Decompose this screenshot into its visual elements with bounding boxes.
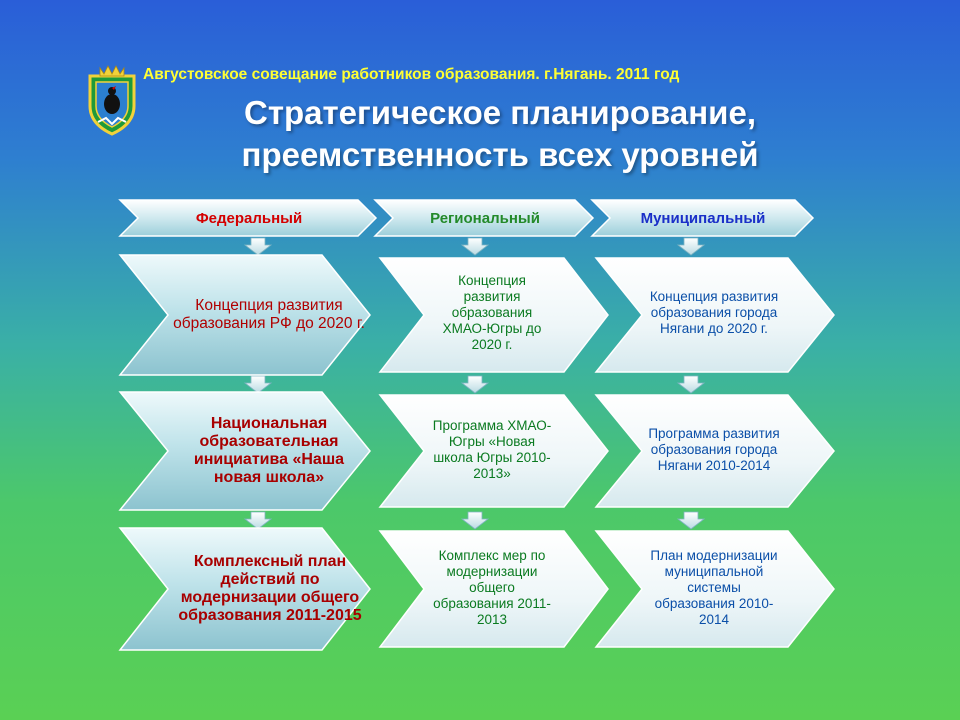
federal-item-2: Национальная образовательная инициатива …	[193, 415, 345, 486]
down-arrow-icon	[460, 375, 490, 394]
column-header-federal: Федеральный	[195, 209, 303, 227]
municipal-chevron-3	[594, 530, 835, 648]
federal-item-1: Концепция развития образования РФ до 202…	[173, 297, 365, 332]
page-title: Стратегическое планирование, преемственн…	[150, 92, 850, 176]
municipal-item-3: План модернизации муниципальной системы …	[650, 548, 778, 627]
down-arrow-icon	[243, 511, 273, 530]
down-arrow-icon	[243, 375, 273, 394]
header-chevron-municipal	[590, 199, 815, 237]
regional-item-3: Комплекс мер по модернизации общего обра…	[433, 548, 551, 627]
federal-chevron-1	[118, 254, 371, 376]
title-line-1: Стратегическое планирование,	[244, 94, 756, 131]
coat-of-arms-icon	[88, 65, 136, 136]
down-arrow-icon	[460, 237, 490, 256]
down-arrow-icon	[676, 237, 706, 256]
regional-item-2: Программа ХМАО-Югры «Новая школа Югры 20…	[432, 418, 552, 481]
federal-chevron-3	[118, 527, 371, 651]
title-line-2: преемственность всех уровней	[241, 136, 759, 173]
column-header-regional: Региональный	[430, 209, 540, 227]
regional-chevron-3	[378, 530, 609, 648]
regional-chevron-2	[378, 394, 609, 508]
federal-item-3: Комплексный план действий по модернизаци…	[178, 553, 362, 624]
regional-chevron-1	[378, 257, 609, 373]
header-chevron-regional	[373, 199, 595, 237]
meeting-subtitle: Августовское совещание работников образо…	[143, 66, 680, 83]
down-arrow-icon	[243, 237, 273, 256]
down-arrow-icon	[460, 511, 490, 530]
header-chevron-federal	[118, 199, 378, 237]
municipal-chevron-1	[594, 257, 835, 373]
down-arrow-icon	[676, 375, 706, 394]
municipal-item-1: Концепция развития образования города Ня…	[649, 289, 779, 336]
federal-chevron-2	[118, 391, 371, 511]
municipal-item-2: Программа развития образования города Ня…	[648, 426, 780, 473]
column-header-municipal: Муниципальный	[640, 209, 766, 227]
down-arrow-icon	[676, 511, 706, 530]
regional-item-1: Концепция развития образования ХМАО-Югры…	[442, 273, 542, 352]
municipal-chevron-2	[594, 394, 835, 508]
